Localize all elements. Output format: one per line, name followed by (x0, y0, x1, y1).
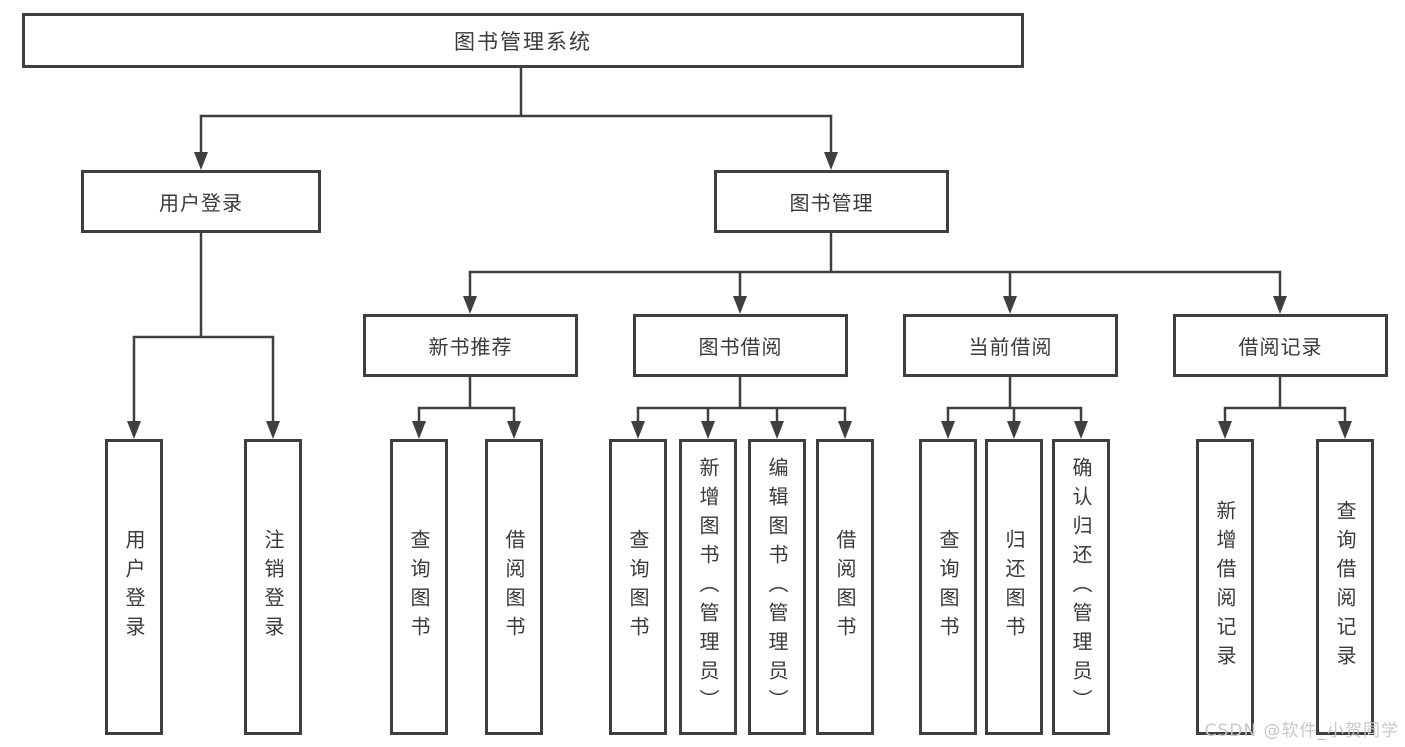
leaf-query-books-1: 查询图书 (390, 439, 448, 735)
arrowhead (1338, 421, 1352, 439)
node-label: 借阅图书 (833, 529, 857, 645)
arrowhead (733, 296, 747, 314)
node-label: 编辑图书（管理员） (765, 456, 789, 718)
node-label: 借阅图书 (502, 529, 526, 645)
arrowhead (1074, 421, 1088, 439)
arrowhead (1007, 421, 1021, 439)
arrowhead (1218, 421, 1232, 439)
node-label: 用户登录 (122, 529, 146, 645)
node-label: 借阅记录 (1238, 335, 1323, 359)
arrowhead (701, 421, 715, 439)
node-label: 图书管理 (789, 191, 874, 215)
node-label: 用户登录 (159, 191, 243, 215)
csdn-watermark: CSDN @软件_小贺同学 (1204, 721, 1399, 741)
arrowhead (412, 421, 426, 439)
leaf-user-login: 用户登录 (105, 439, 163, 735)
leaf-borrow-books-1: 借阅图书 (485, 439, 543, 735)
arrowhead (194, 152, 208, 170)
arrowhead (1273, 296, 1287, 314)
arrowhead (463, 296, 477, 314)
leaf-query-books-3: 查询图书 (919, 439, 977, 735)
arrowhead (507, 421, 521, 439)
node-new-book-recommend: 新书推荐 (363, 314, 578, 377)
leaf-borrow-books-2: 借阅图书 (816, 439, 874, 735)
node-current-borrowing: 当前借阅 (903, 314, 1118, 377)
arrowhead (838, 421, 852, 439)
node-label: 当前借阅 (968, 335, 1053, 359)
leaf-edit-books-admin: 编辑图书（管理员） (748, 439, 806, 735)
leaf-add-borrow-record: 新增借阅记录 (1196, 439, 1254, 735)
node-label: 确认归还（管理员） (1069, 456, 1093, 718)
node-label: 图书借阅 (698, 335, 783, 359)
node-book-management: 图书管理 (714, 170, 949, 233)
leaf-add-books-admin: 新增图书（管理员） (679, 439, 737, 735)
node-label: 新增借阅记录 (1213, 500, 1237, 674)
node-label: 新书推荐 (428, 335, 513, 359)
node-library-management-system: 图书管理系统 (22, 13, 1024, 68)
arrowhead (1003, 296, 1017, 314)
arrowhead (770, 421, 784, 439)
node-label: 新增图书（管理员） (696, 456, 720, 718)
node-label: 注销登录 (261, 529, 285, 645)
node-label: 查询借阅记录 (1333, 500, 1357, 674)
node-label: 查询图书 (626, 529, 650, 645)
arrowhead (631, 421, 645, 439)
leaf-query-books-2: 查询图书 (609, 439, 667, 735)
node-label: 图书管理系统 (454, 29, 592, 54)
arrowhead (127, 421, 141, 439)
node-label: 归还图书 (1002, 529, 1026, 645)
node-label: 查询图书 (407, 529, 431, 645)
leaf-query-borrow-record: 查询借阅记录 (1316, 439, 1374, 735)
leaf-confirm-return-admin: 确认归还（管理员） (1052, 439, 1110, 735)
node-borrowing-records: 借阅记录 (1173, 314, 1388, 377)
arrowhead (824, 152, 838, 170)
leaf-return-books: 归还图书 (985, 439, 1043, 735)
arrowhead (941, 421, 955, 439)
arrowhead (266, 421, 280, 439)
node-book-borrowing: 图书借阅 (633, 314, 848, 377)
leaf-logout: 注销登录 (244, 439, 302, 735)
node-user-login: 用户登录 (81, 170, 321, 233)
node-label: 查询图书 (936, 529, 960, 645)
